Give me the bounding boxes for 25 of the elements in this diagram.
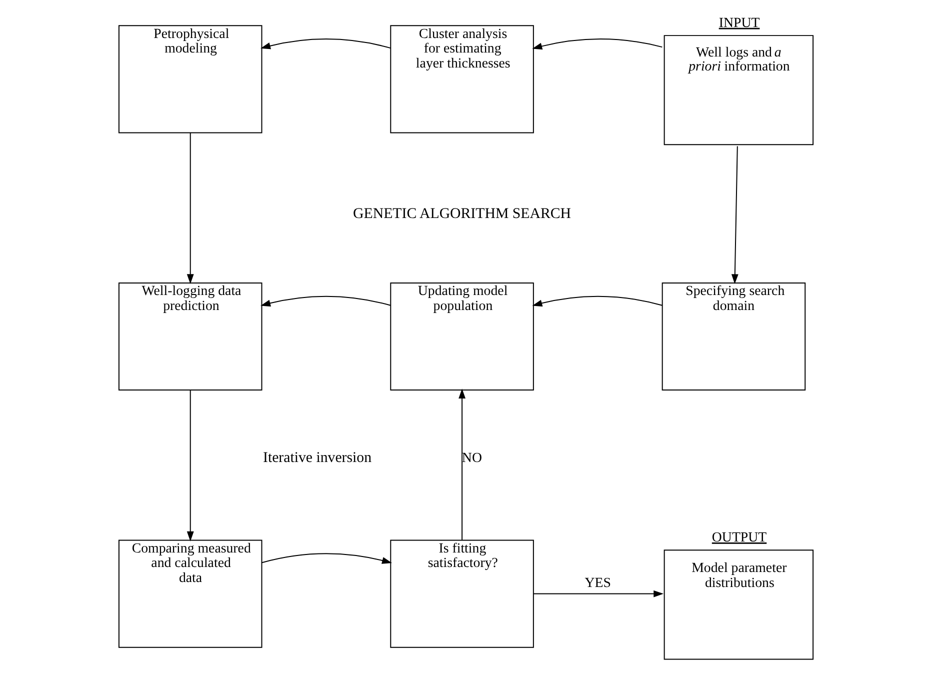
- node-box: Comparing measured and calculated data: [118, 540, 262, 648]
- node-box: Petrophysical modeling: [118, 25, 262, 134]
- node-box: Is fitting satisfactory?: [390, 540, 534, 648]
- label: Iterative inversion: [262, 450, 372, 466]
- node-box: Model parameter distributions: [663, 550, 814, 660]
- arrow: [730, 146, 738, 284]
- arrow: [260, 296, 391, 307]
- node-box: Well logs and a priori information: [663, 35, 814, 146]
- arrow: [532, 38, 662, 50]
- node-label: OUTPUT: [711, 530, 766, 546]
- node-box: Well-logging data prediction: [118, 282, 262, 391]
- node-box: Updating model population: [390, 282, 534, 391]
- node-label: INPUT: [718, 16, 760, 31]
- arrow: [186, 390, 194, 542]
- arrow: [261, 553, 392, 564]
- arrow: [458, 388, 466, 540]
- edge-label: YES: [584, 576, 610, 592]
- arrow: [532, 296, 662, 307]
- label: GENETIC ALGORITHM SEARCH: [352, 206, 571, 222]
- arrow: [186, 132, 194, 284]
- node-box: Specifying search domain: [661, 282, 806, 391]
- arrow: [260, 38, 391, 50]
- arrow: [532, 590, 664, 598]
- edge-label: NO: [461, 451, 482, 466]
- node-box: Cluster analysis for estimating layer thicknesses: [390, 25, 534, 134]
